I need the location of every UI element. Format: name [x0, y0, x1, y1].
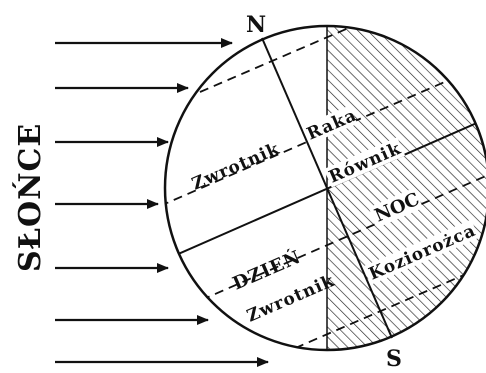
night-hemisphere: [327, 0, 486, 373]
sun-label: SŁOŃCE: [12, 123, 48, 272]
sun-rays: [55, 43, 268, 362]
tropic-cancer-label: Zwrotnik: [189, 139, 283, 195]
south-pole-label: S: [386, 346, 402, 372]
north-pole-label: N: [246, 12, 266, 38]
